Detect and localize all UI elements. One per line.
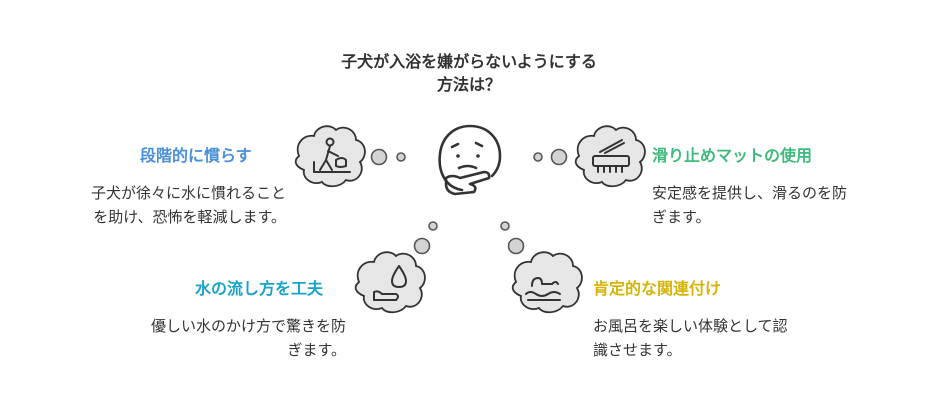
desc-gradual-acclimation: 子犬が徐々に水に慣れること を助け、恐怖を軽減します。: [20, 181, 286, 229]
title-line-2: 方法は？: [436, 75, 501, 94]
desc-line: 優しい水のかけ方で驚きを防: [150, 317, 346, 335]
thinking-face-icon: [438, 124, 502, 196]
diagram-title: 子犬が入浴を嫌がらないようにする 方法は？: [300, 50, 638, 96]
desc-positive-association: お風呂を楽しい体験として認 識させます。: [593, 314, 863, 362]
heading-gradual-acclimation: 段階的に慣らす: [140, 146, 252, 165]
desc-non-slip-mat: 安定感を提供し、滑るのを防 ぎます。: [652, 181, 922, 229]
desc-line: ぎます。: [652, 208, 711, 226]
desc-line: ぎます。: [287, 341, 346, 359]
person-bathing-dog-icon: [313, 137, 351, 173]
title-line-1: 子犬が入浴を嫌がらないようにする: [341, 52, 597, 71]
dog-in-bath-icon: [525, 277, 561, 301]
cloud-gradual: [294, 125, 366, 188]
water-drop-hand-icon: [373, 265, 407, 301]
bath-mat-icon: [592, 139, 630, 173]
desc-water-flow: 優しい水のかけ方で驚きを防 ぎます。: [80, 314, 346, 362]
desc-line: 安定感を提供し、滑るのを防: [652, 184, 848, 202]
desc-line: を助け、恐怖を軽減します。: [93, 208, 286, 226]
connector-dots: [370, 148, 568, 255]
cloud-water: [354, 251, 426, 314]
desc-line: 子犬が徐々に水に慣れること: [90, 184, 286, 202]
heading-non-slip-mat: 滑り止めマットの使用: [652, 146, 813, 165]
cloud-non-slip: [574, 125, 646, 188]
desc-line: 識させます。: [593, 341, 682, 359]
heading-water-flow: 水の流し方を工夫: [195, 279, 324, 298]
cloud-positive: [511, 251, 583, 314]
heading-positive-association: 肯定的な関連付け: [593, 279, 722, 298]
desc-line: お風呂を楽しい体験として認: [593, 317, 788, 335]
